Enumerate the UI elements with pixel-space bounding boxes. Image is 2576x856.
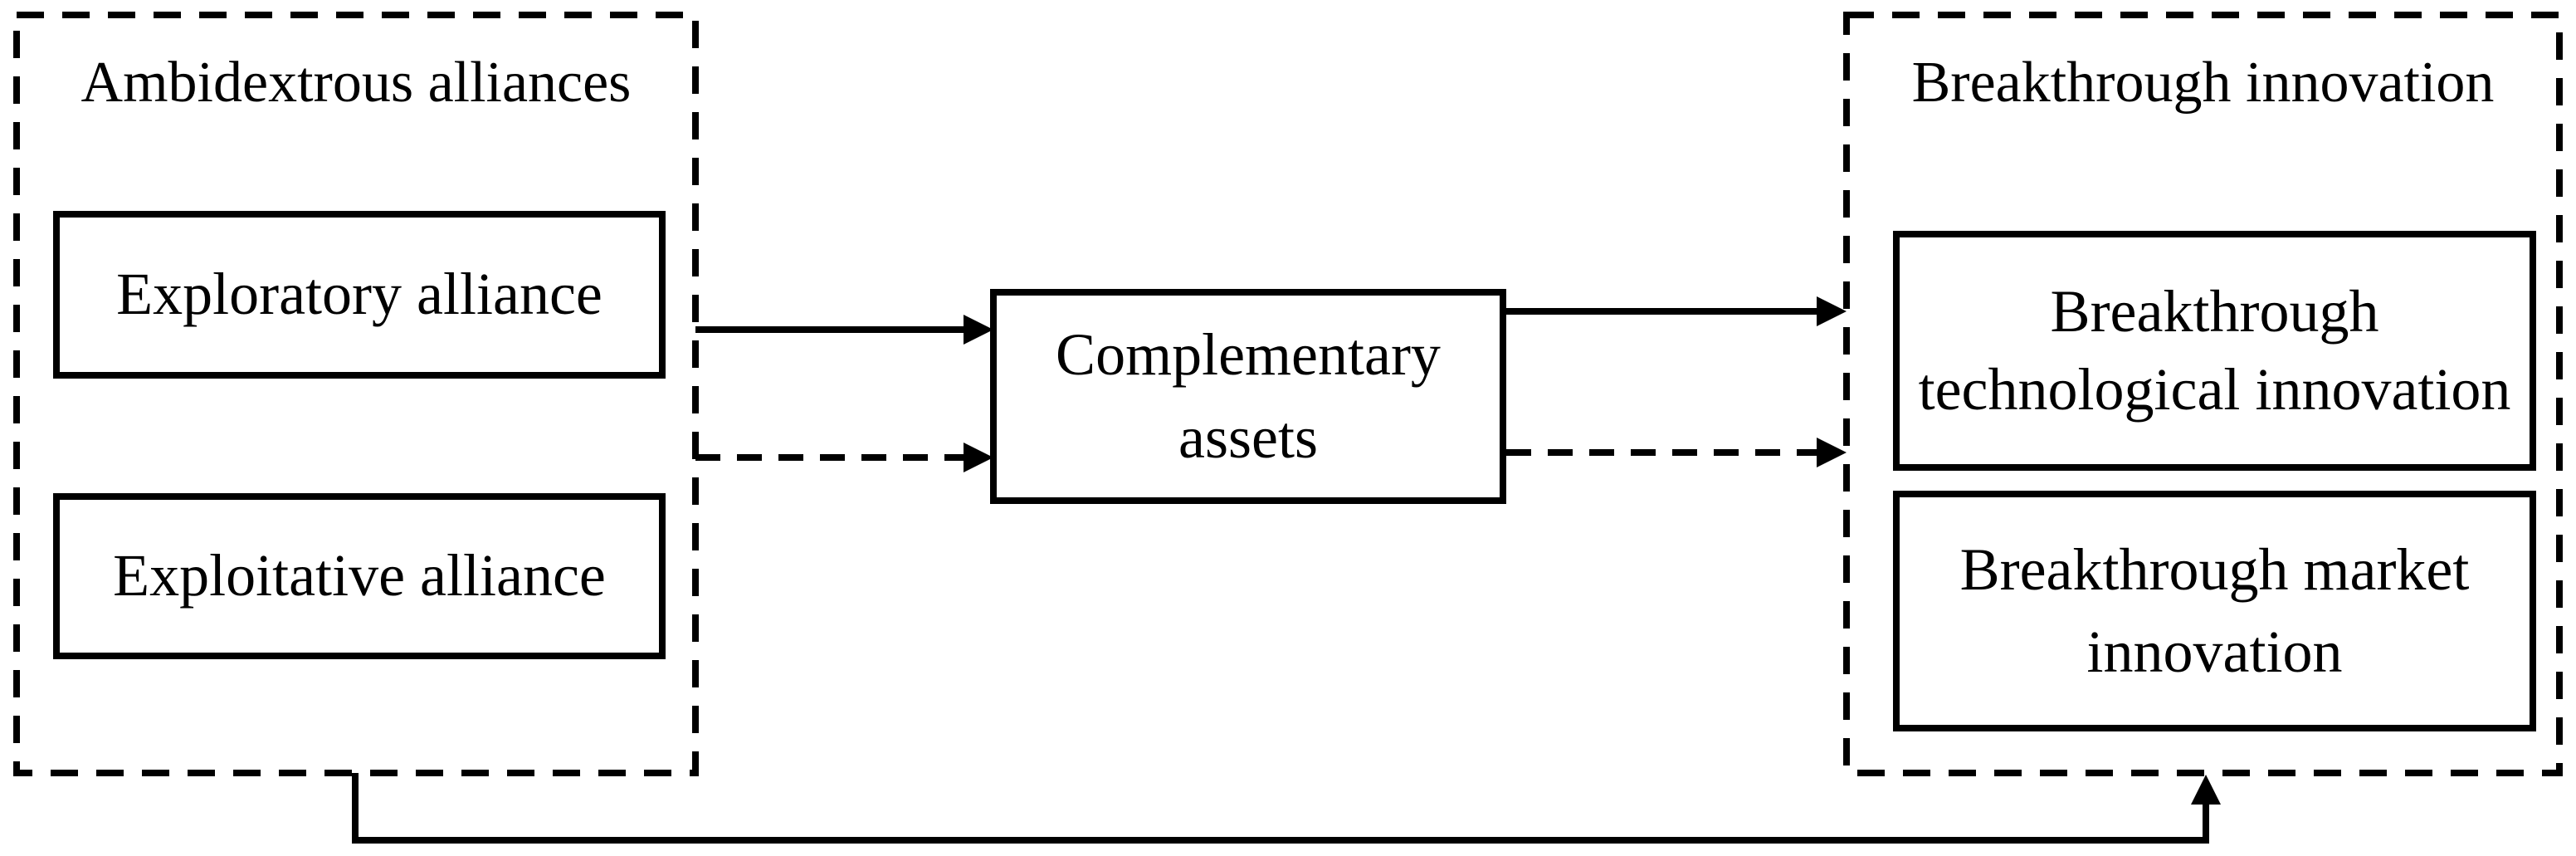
exploratory-alliance-label: Exploratory alliance (116, 261, 603, 328)
exploratory-alliance-box: Exploratory alliance (53, 211, 666, 379)
ambidextrous-alliances-title: Ambidextrous alliances (17, 37, 695, 128)
complementary-assets-box: Complementary assets (990, 289, 1506, 504)
alliances-to-innovation-feedback-arrowhead (2191, 775, 2221, 805)
ambidextrous-alliances-container-border (13, 12, 699, 776)
exploratory-to-complementary-arrowhead (964, 315, 993, 345)
breakthrough-market-innovation-label: Breakthrough market innovation (1959, 536, 2470, 685)
breakthrough-innovation-container-border (1843, 12, 2563, 776)
exploitative-alliance-label: Exploitative alliance (113, 542, 606, 609)
exploitative-to-complementary-arrowhead (964, 443, 993, 472)
ambidextrous-alliances-title-label: Ambidextrous alliances (80, 50, 632, 115)
breakthrough-technological-innovation-label: Breakthrough technological innovation (1918, 277, 2511, 423)
breakthrough-innovation-title: Breakthrough innovation (1847, 37, 2559, 128)
exploitative-alliance-box: Exploitative alliance (53, 493, 666, 659)
alliances-to-innovation-feedback-line (352, 773, 2209, 844)
complementary-assets-label: Complementary assets (1056, 321, 1441, 471)
complementary-to-technological-arrowhead (1817, 296, 1847, 326)
breakthrough-innovation-title-label: Breakthrough innovation (1911, 50, 2495, 115)
breakthrough-technological-innovation-box: Breakthrough technological innovation (1893, 231, 2536, 471)
breakthrough-market-innovation-box: Breakthrough market innovation (1893, 491, 2536, 731)
complementary-to-market-arrowhead (1817, 438, 1847, 467)
